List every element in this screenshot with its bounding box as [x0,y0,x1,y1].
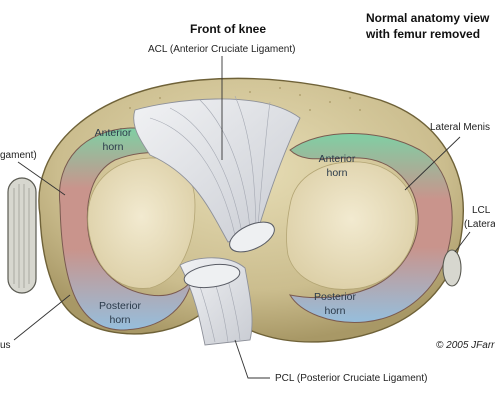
bone-texture [129,87,361,111]
pcl-leader [234,339,270,379]
acl-cut-end [229,221,275,253]
lateral-meniscus-label: Lateral Menis [430,122,490,133]
mcl-partial-label: gament) [0,150,37,161]
mcl-fibers [13,184,30,288]
lateral-plateau [286,161,417,290]
acl-ligament [133,98,301,243]
subtitle-line1: Normal anatomy view [366,11,490,25]
mcl-band [7,177,37,294]
pcl-label: PCL (Posterior Cruciate Ligament) [275,373,427,384]
copyright: © 2005 JFarr [436,340,495,351]
mcl-leader [17,161,66,196]
lcl-label-line1: LCL [472,205,491,216]
lcl-leader [454,231,471,253]
acl-fibers [149,95,271,236]
medial-anterior-horn-label-2: horn [102,141,123,153]
lateral-posterior-horn-label-1: Posterior [314,291,357,303]
lateral-meniscus [289,133,453,323]
medial-posterior-horn-label-1: Posterior [99,300,142,312]
lateral-anterior-horn-label-2: horn [326,167,347,179]
medial-posterior-horn-label-2: horn [109,314,130,326]
lateral-anterior-horn-label-1: Anterior [319,153,356,165]
title: Front of knee [190,22,266,36]
medial-anterior-horn-label-1: Anterior [95,127,132,139]
lateral-meniscus-leader [404,136,461,191]
subtitle-line2: with femur removed [365,27,480,41]
pcl-cut-end [183,263,241,289]
lateral-posterior-horn-label-2: horn [324,305,345,317]
lcl-stub [442,249,462,287]
lcl-label-line2: (Lateral C [464,219,495,230]
medial-plateau [87,157,196,289]
medial-meniscus-partial-label: us [0,340,11,351]
medial-meniscus-leader [13,294,71,341]
acl-label: ACL (Anterior Cruciate Ligament) [148,44,295,55]
